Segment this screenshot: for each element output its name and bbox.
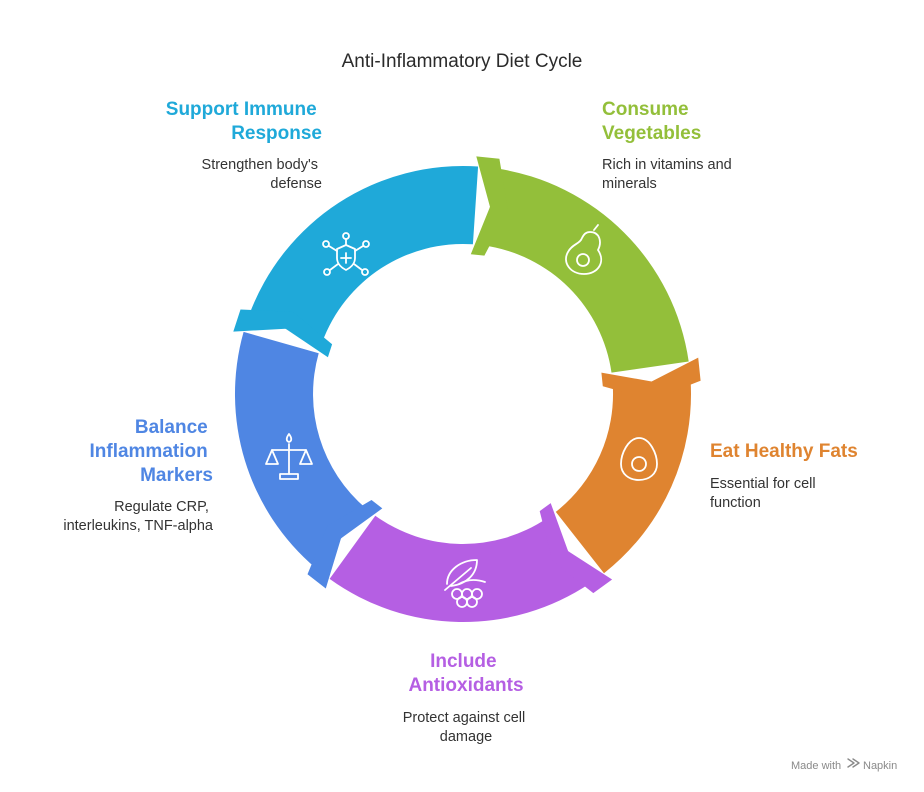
diagram-title: Anti-Inflammatory Diet Cycle	[342, 51, 583, 72]
step-inflammation-label: Balance Inflammation Markers Regulate CR…	[63, 417, 214, 534]
step-fats-label: Eat Healthy Fats Essential for cell func…	[710, 441, 858, 511]
step-vegetables-label: Consume Vegetables Rich in vitamins and …	[602, 99, 736, 192]
step-immune-label: Support Immune Response Strengthen body'…	[166, 99, 322, 192]
ring-connector-inflammation	[307, 500, 383, 589]
ring-connector-fats	[601, 357, 701, 400]
step-inflammation-description: Regulate CRP, interleukins, TNF-alpha	[63, 499, 214, 534]
step-immune-title: Support Immune Response	[166, 99, 322, 144]
ring-segment-vegetables	[484, 168, 689, 373]
napkin-logo-icon	[847, 758, 860, 768]
ring-connector-vegetables	[470, 156, 509, 256]
step-antioxidants-description: Protect against cell damage	[403, 710, 530, 745]
step-fats-description: Essential for cell function	[710, 476, 820, 511]
ring-connector-immune	[233, 309, 333, 358]
berries-leaf-icon	[444, 559, 486, 608]
virus-shield-icon	[322, 232, 370, 276]
step-immune-description: Strengthen body's defense	[202, 157, 322, 192]
step-antioxidants-title: Include Antioxidants	[408, 651, 523, 696]
ring-connector-antioxidants	[539, 503, 613, 594]
ring-segment-immune	[249, 165, 479, 343]
watermark-brand: Napkin	[863, 760, 897, 772]
step-antioxidants-label: Include Antioxidants Protect against cel…	[403, 651, 530, 745]
step-fats-title: Eat Healthy Fats	[710, 441, 858, 462]
ring-segment-antioxidants	[329, 515, 590, 623]
ring-segment-fats	[555, 378, 692, 574]
step-vegetables-description: Rich in vitamins and minerals	[602, 157, 736, 192]
watermark-prefix: Made with	[791, 760, 841, 772]
avocado-icon	[565, 224, 603, 275]
napkin-watermark[interactable]: Made with Napkin	[791, 758, 897, 772]
step-inflammation-title: Balance Inflammation Markers	[89, 417, 213, 486]
balance-scale-icon	[265, 433, 313, 480]
cycle-ring	[233, 156, 701, 623]
egg-icon	[620, 437, 658, 481]
step-vegetables-title: Consume Vegetables	[602, 99, 701, 144]
